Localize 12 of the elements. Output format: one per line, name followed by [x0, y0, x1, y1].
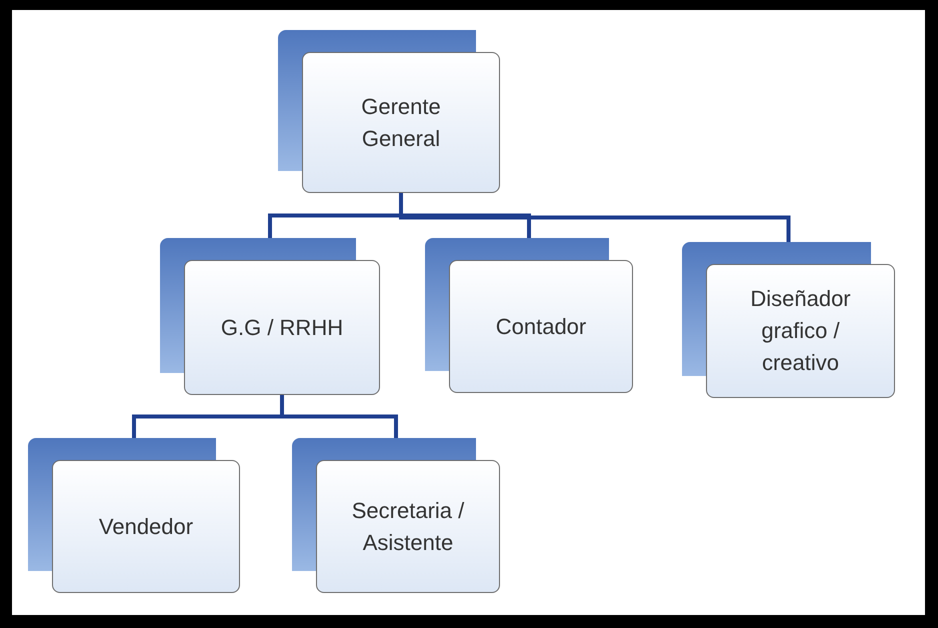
box-label: Gerente General [360, 92, 442, 152]
stacked-box [292, 438, 500, 593]
stacked-box [682, 242, 895, 398]
box-label: Vendedor [98, 512, 194, 541]
box-label: Diseñador grafico / creativo [749, 285, 852, 377]
box-label: Contador [496, 312, 586, 341]
stacked-box [278, 30, 500, 193]
stacked-box [160, 238, 380, 395]
stacked-box [28, 438, 240, 593]
stacked-box [425, 238, 633, 393]
box-label: Secretaria / Asistente [350, 496, 466, 556]
box-label: G.G / RRHH [220, 314, 344, 342]
